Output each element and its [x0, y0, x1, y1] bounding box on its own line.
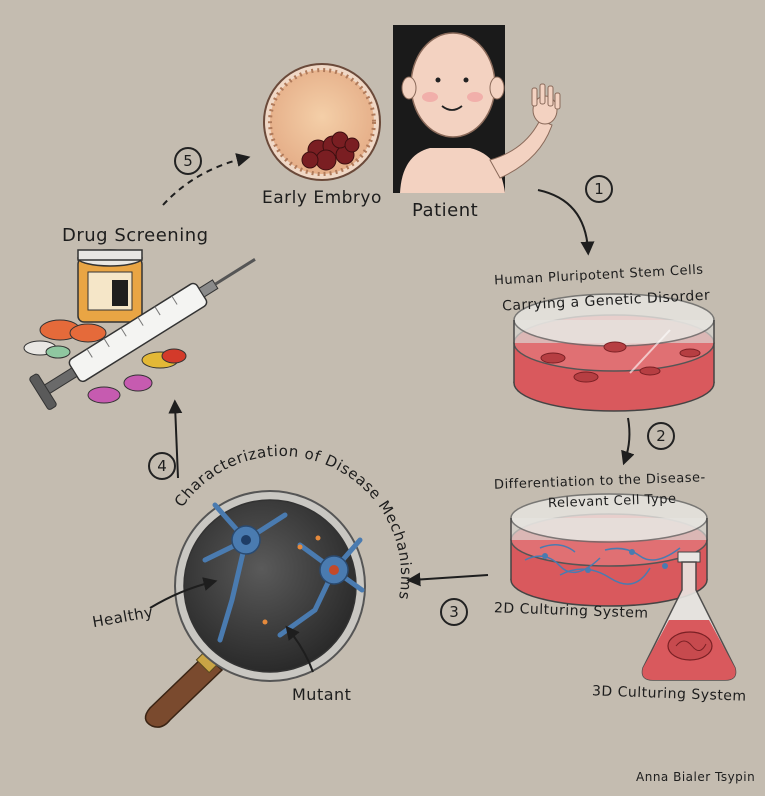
signature-label: Anna Bialer Tsypin — [636, 770, 756, 784]
drug-screening-illustration — [23, 249, 256, 410]
arrow-step-4 — [168, 399, 183, 479]
arrow-step-1 — [537, 189, 595, 256]
mutant-label: Mutant — [292, 685, 352, 704]
arrow-step-2 — [621, 417, 635, 466]
step-2-badge: 2 — [647, 422, 675, 450]
flask-3d-culture — [641, 551, 737, 681]
early-embryo-illustration — [263, 63, 381, 181]
step-3-badge: 3 — [440, 598, 468, 626]
magnifying-glass — [144, 490, 366, 728]
step-5-badge: 5 — [174, 147, 202, 175]
step-4-badge: 4 — [148, 452, 176, 480]
patient-illustration — [393, 25, 561, 193]
arrow-mutant — [285, 625, 314, 673]
petri-dish-differentiated — [510, 493, 708, 607]
arrow-step-3 — [406, 572, 489, 587]
patient-label: Patient — [412, 200, 479, 221]
arrow-healthy — [149, 577, 218, 609]
arrows — [149, 153, 635, 673]
drug-screening-label: Drug Screening — [62, 225, 209, 246]
step-1-badge: 1 — [585, 175, 613, 203]
arrow-step-5 — [162, 153, 251, 206]
early-embryo-label: Early Embryo — [262, 188, 382, 208]
petri-dish-hpsc — [513, 293, 715, 412]
